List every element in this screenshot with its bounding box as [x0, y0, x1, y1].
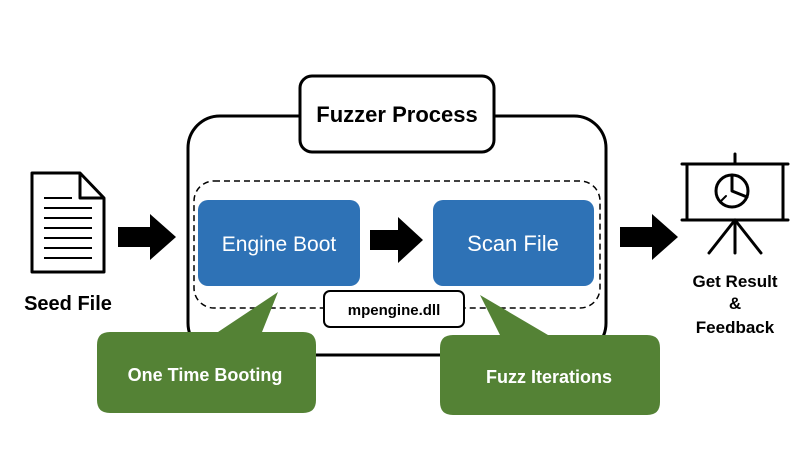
- arrow-seed-to-process: [118, 214, 176, 260]
- scan-file-label: Scan File: [467, 231, 559, 256]
- one-time-booting-label: One Time Booting: [128, 365, 283, 385]
- arrow-boot-to-scan: [370, 217, 423, 263]
- fuzz-iterations-callout: Fuzz Iterations: [440, 295, 660, 415]
- dll-label-box: [323, 290, 465, 328]
- engine-boot-box: [198, 200, 360, 286]
- result-label-line2: &: [729, 294, 741, 313]
- dll-label: mpengine.dll: [348, 302, 441, 319]
- engine-boot-label: Engine Boot: [222, 233, 337, 256]
- fuzz-iterations-label: Fuzz Iterations: [486, 367, 612, 387]
- presentation-board-icon: [680, 152, 790, 255]
- arrow-process-to-result: [620, 214, 678, 260]
- seed-file-label: Seed File: [24, 293, 112, 315]
- result-label-line3: Feedback: [696, 318, 775, 337]
- document-icon: [30, 171, 106, 274]
- dll-boundary: [193, 180, 601, 309]
- fuzzer-process-title-box: [298, 74, 496, 154]
- scan-file-box: [433, 200, 594, 286]
- one-time-booting-callout: One Time Booting: [97, 292, 316, 413]
- result-label-line1: Get Result: [692, 272, 777, 291]
- fuzzer-process-title: Fuzzer Process: [316, 102, 477, 127]
